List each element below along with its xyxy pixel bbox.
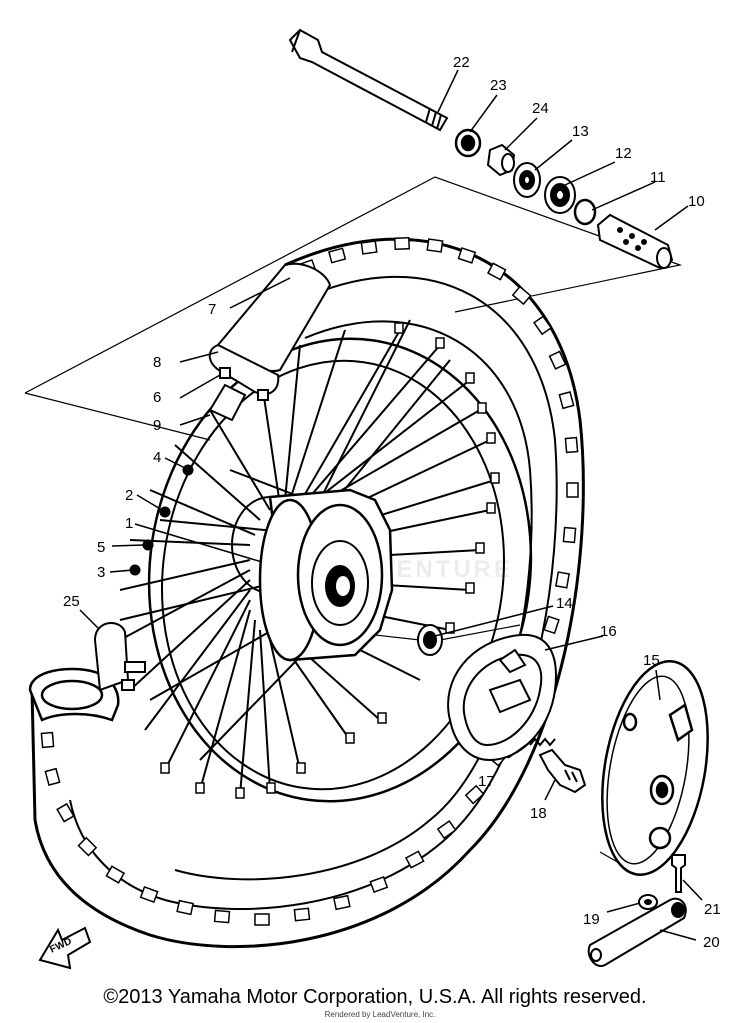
brake-panel: [601, 660, 709, 876]
callout-6: 6: [153, 389, 161, 406]
axle-seal: [454, 128, 482, 158]
torque-rod: [587, 897, 687, 967]
brake-shoes: [447, 633, 557, 762]
spoke-nipples: [160, 322, 500, 799]
callout-15: 15: [643, 652, 660, 669]
render-credit: Rendered by LeadVenture, Inc.: [324, 1010, 436, 1019]
callout-2: 2: [125, 487, 133, 504]
callout-13: 13: [572, 123, 589, 140]
bolt: [671, 854, 686, 893]
callout-19: 19: [583, 911, 600, 928]
callout-5: 5: [97, 539, 105, 556]
callout-14: 14: [556, 595, 573, 612]
callout-10: 10: [688, 193, 705, 210]
hub-bearing: [417, 624, 443, 656]
callout-8: 8: [153, 354, 161, 371]
callout-22: 22: [453, 54, 470, 71]
callout-11: 11: [650, 169, 666, 186]
washer: [638, 894, 658, 910]
bearing-2: [544, 176, 576, 214]
leader-lines: [79, 69, 703, 941]
brake-cam: [538, 748, 587, 794]
brake-spring: [529, 737, 556, 747]
callout-4: 4: [153, 449, 161, 466]
callout-16: 16: [600, 623, 617, 640]
bearing: [513, 162, 541, 198]
callout-3: 3: [97, 564, 105, 581]
spoke-fasteners: [129, 464, 194, 576]
tube-and-rim-band: [208, 262, 332, 422]
callout-labels: 22 23 24 13 12 11 10 7 8 6 9 4 2 1 5 3 2…: [63, 54, 721, 951]
circlip: [573, 198, 597, 226]
callout-20: 20: [703, 934, 720, 951]
callout-18: 18: [530, 805, 547, 822]
callout-7: 7: [208, 301, 216, 318]
callout-21: 21: [704, 901, 721, 918]
copyright-notice: ©2013 Yamaha Motor Corporation, U.S.A. A…: [103, 986, 647, 1008]
axle: [288, 28, 449, 132]
callout-1: 1: [125, 515, 133, 532]
callout-9: 9: [153, 417, 161, 434]
collar: [596, 213, 674, 270]
spacer: [486, 143, 516, 177]
hub: [231, 488, 394, 662]
callout-12: 12: [615, 145, 632, 162]
callout-25: 25: [63, 593, 80, 610]
speedometer-gear-unit: [93, 622, 146, 692]
callout-24: 24: [532, 100, 549, 117]
fwd-arrow: [38, 926, 92, 970]
callout-23: 23: [490, 77, 507, 94]
tire-cutaway: [28, 667, 120, 722]
callout-17: 17: [478, 773, 495, 790]
